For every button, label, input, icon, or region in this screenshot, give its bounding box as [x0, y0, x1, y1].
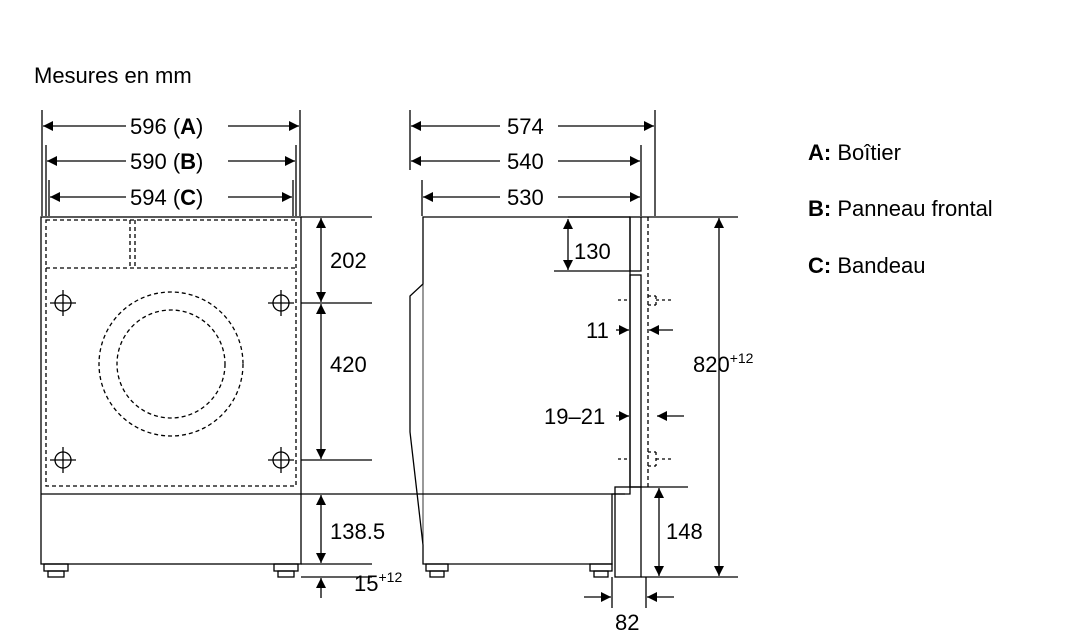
height-top-label: 202 — [330, 248, 367, 273]
top-panel-label: 130 — [574, 239, 611, 264]
drawing-heading: Mesures en mm — [34, 63, 192, 88]
legend-item-c: C: Bandeau — [808, 253, 925, 279]
foot-gap-label: 15+12 — [354, 569, 402, 596]
total-height-label: 820+12 — [693, 350, 754, 377]
height-plinth-label: 138.5 — [330, 519, 385, 544]
legend-key: B: — [808, 196, 832, 221]
legend-key: C: — [808, 253, 832, 278]
legend-item-b: B: Panneau frontal — [808, 196, 993, 222]
side-view — [409, 110, 738, 608]
gap-range-label: 19–21 — [544, 404, 605, 429]
height-mid-label: 420 — [330, 352, 367, 377]
legend-label: Boîtier — [837, 140, 901, 165]
plinth-height-label: 148 — [666, 519, 703, 544]
legend-label: Bandeau — [837, 253, 926, 278]
width-a-label: 596 (A) — [130, 114, 203, 139]
front-view — [40, 110, 625, 598]
legend-label: Panneau frontal — [837, 196, 993, 221]
depth-body-label: 530 — [507, 185, 544, 210]
gap-small-label: 11 — [586, 318, 609, 343]
width-b-label: 590 (B) — [130, 149, 203, 174]
width-c-label: 594 (C) — [130, 185, 203, 210]
plinth-depth-label: 82 — [615, 610, 639, 635]
legend-key: A: — [808, 140, 832, 165]
legend-item-a: A: Boîtier — [808, 140, 901, 166]
depth-total-label: 574 — [507, 114, 544, 139]
depth-mid-label: 540 — [507, 149, 544, 174]
